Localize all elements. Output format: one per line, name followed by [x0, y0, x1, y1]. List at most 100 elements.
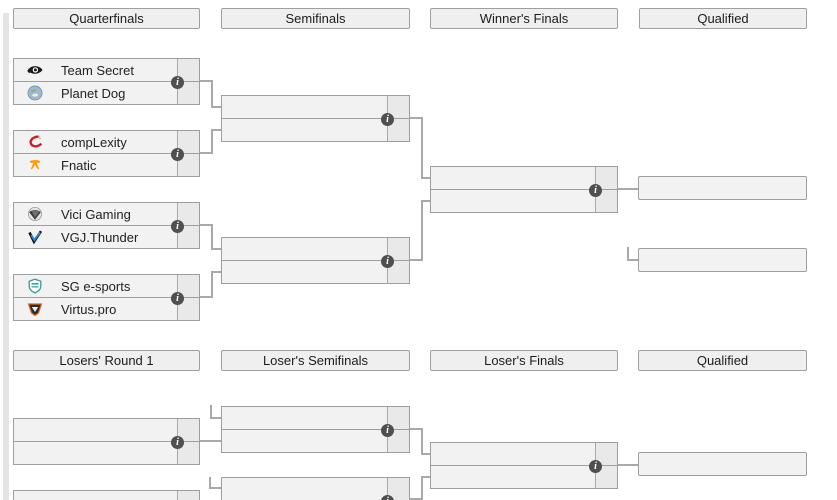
match-info-icon[interactable]: i: [171, 436, 184, 449]
match-info-icon[interactable]: i: [171, 148, 184, 161]
team-row[interactable]: Planet Dog: [14, 82, 177, 104]
complexity-logo-icon[interactable]: [27, 134, 43, 150]
team-row[interactable]: Fnatic: [14, 154, 177, 176]
team-name[interactable]: Planet Dog: [61, 85, 126, 101]
bracket-connector: [421, 476, 423, 500]
loser-drop-connector: [209, 477, 211, 489]
round-header-winners-finals: Winner's Finals: [430, 8, 618, 29]
match-lb-semifinal-2: i: [221, 477, 410, 500]
team-name[interactable]: Fnatic: [61, 157, 97, 173]
bracket-connector: [200, 224, 211, 226]
team-name[interactable]: Vici Gaming: [61, 206, 131, 222]
bracket-connector: [421, 200, 430, 202]
match-ub-semifinal-2: i: [221, 237, 410, 284]
match-row-divider: [14, 153, 199, 154]
match-info-icon[interactable]: i: [381, 424, 394, 437]
match-info-icon[interactable]: i: [381, 255, 394, 268]
bracket-connector: [421, 428, 423, 455]
match-info-icon[interactable]: i: [171, 292, 184, 305]
bracket-connector: [410, 117, 421, 119]
loser-drop-connector: [627, 247, 629, 261]
loser-drop-connector: [210, 405, 212, 418]
bracket-connector: [421, 117, 423, 179]
bracket-connector: [618, 464, 638, 466]
match-info-icon[interactable]: i: [589, 460, 602, 473]
match-ub-quarterfinal-3: Vici Gaming VGJ.Thunder i: [13, 202, 200, 249]
bracket-connector: [211, 129, 213, 154]
vici-gaming-logo-icon[interactable]: [27, 206, 43, 222]
match-row-divider: [14, 81, 199, 82]
match-row-divider: [14, 441, 199, 442]
page-edge-strip: [3, 13, 9, 500]
score-column: [387, 478, 409, 500]
team-name[interactable]: VGJ.Thunder: [61, 229, 139, 245]
bracket-connector: [421, 453, 430, 455]
match-ub-quarterfinal-4: SG e-sports Virtus.pro i: [13, 274, 200, 321]
bracket-connector: [421, 200, 423, 261]
team-name[interactable]: Virtus.pro: [61, 301, 117, 317]
match-info-icon[interactable]: i: [171, 220, 184, 233]
round-header-losers-semifinals: Loser's Semifinals: [221, 350, 410, 371]
bracket-connector: [410, 498, 421, 500]
bracket-connector: [200, 80, 211, 82]
team-secret-logo-icon[interactable]: [27, 62, 43, 78]
loser-drop-connector: [209, 487, 221, 489]
bracket-connector: [211, 271, 221, 273]
team-row[interactable]: SG e-sports: [14, 275, 177, 297]
round-header-quarterfinals: Quarterfinals: [13, 8, 200, 29]
bracket-connector: [421, 177, 430, 179]
match-info-icon[interactable]: i: [589, 184, 602, 197]
round-header-qualified-lower: Qualified: [638, 350, 807, 371]
bracket-connector: [618, 188, 638, 190]
qualified-slot-2: [638, 248, 807, 272]
round-header-losers-round1: Losers' Round 1: [13, 350, 200, 371]
bracket-connector: [211, 106, 221, 108]
match-info-icon[interactable]: i: [381, 113, 394, 126]
match-losers-finals: i: [430, 442, 618, 489]
bracket-connector: [211, 248, 221, 250]
bracket-connector: [410, 259, 421, 261]
virtus-pro-logo-icon[interactable]: [27, 301, 43, 317]
match-info-icon[interactable]: i: [381, 495, 394, 500]
match-row-divider: [431, 465, 617, 466]
match-lb-round1-1: i: [13, 418, 200, 465]
match-row-divider: [222, 118, 409, 119]
bracket-connector: [200, 440, 221, 442]
fnatic-logo-icon[interactable]: [27, 157, 43, 173]
bracket-connector: [211, 224, 213, 250]
loser-drop-connector: [210, 417, 221, 419]
round-header-semifinals: Semifinals: [221, 8, 410, 29]
planet-dog-logo-icon[interactable]: [27, 85, 43, 101]
bracket-connector: [211, 271, 213, 298]
match-winners-finals: i: [430, 166, 618, 213]
qualified-slot-1: [638, 176, 807, 200]
team-row[interactable]: VGJ.Thunder: [14, 226, 177, 248]
team-row[interactable]: compLexity: [14, 131, 177, 153]
loser-drop-connector: [627, 259, 638, 261]
team-name[interactable]: compLexity: [61, 134, 127, 150]
team-name[interactable]: Team Secret: [61, 62, 134, 78]
match-lb-round1-2: i: [13, 490, 200, 500]
round-header-losers-finals: Loser's Finals: [430, 350, 618, 371]
match-info-icon[interactable]: i: [171, 76, 184, 89]
bracket-connector: [211, 129, 221, 131]
match-ub-quarterfinal-1: Team Secret Planet Dog i: [13, 58, 200, 105]
team-row[interactable]: Virtus.pro: [14, 298, 177, 320]
team-name[interactable]: SG e-sports: [61, 278, 131, 294]
match-lb-semifinal-1: i: [221, 406, 410, 453]
match-ub-quarterfinal-2: compLexity Fnatic i: [13, 130, 200, 177]
sg-esports-logo-icon[interactable]: [27, 278, 43, 294]
bracket-connector: [211, 80, 213, 108]
bracket-connector: [421, 476, 430, 478]
match-row-divider: [14, 297, 199, 298]
round-header-qualified-upper: Qualified: [639, 8, 807, 29]
match-row-divider: [431, 189, 617, 190]
team-row[interactable]: Vici Gaming: [14, 203, 177, 225]
match-row-divider: [222, 429, 409, 430]
bracket-connector: [200, 296, 211, 298]
bracket-connector: [410, 428, 421, 430]
team-row[interactable]: Team Secret: [14, 59, 177, 81]
match-row-divider: [14, 225, 199, 226]
vgj-thunder-logo-icon[interactable]: [27, 229, 43, 245]
